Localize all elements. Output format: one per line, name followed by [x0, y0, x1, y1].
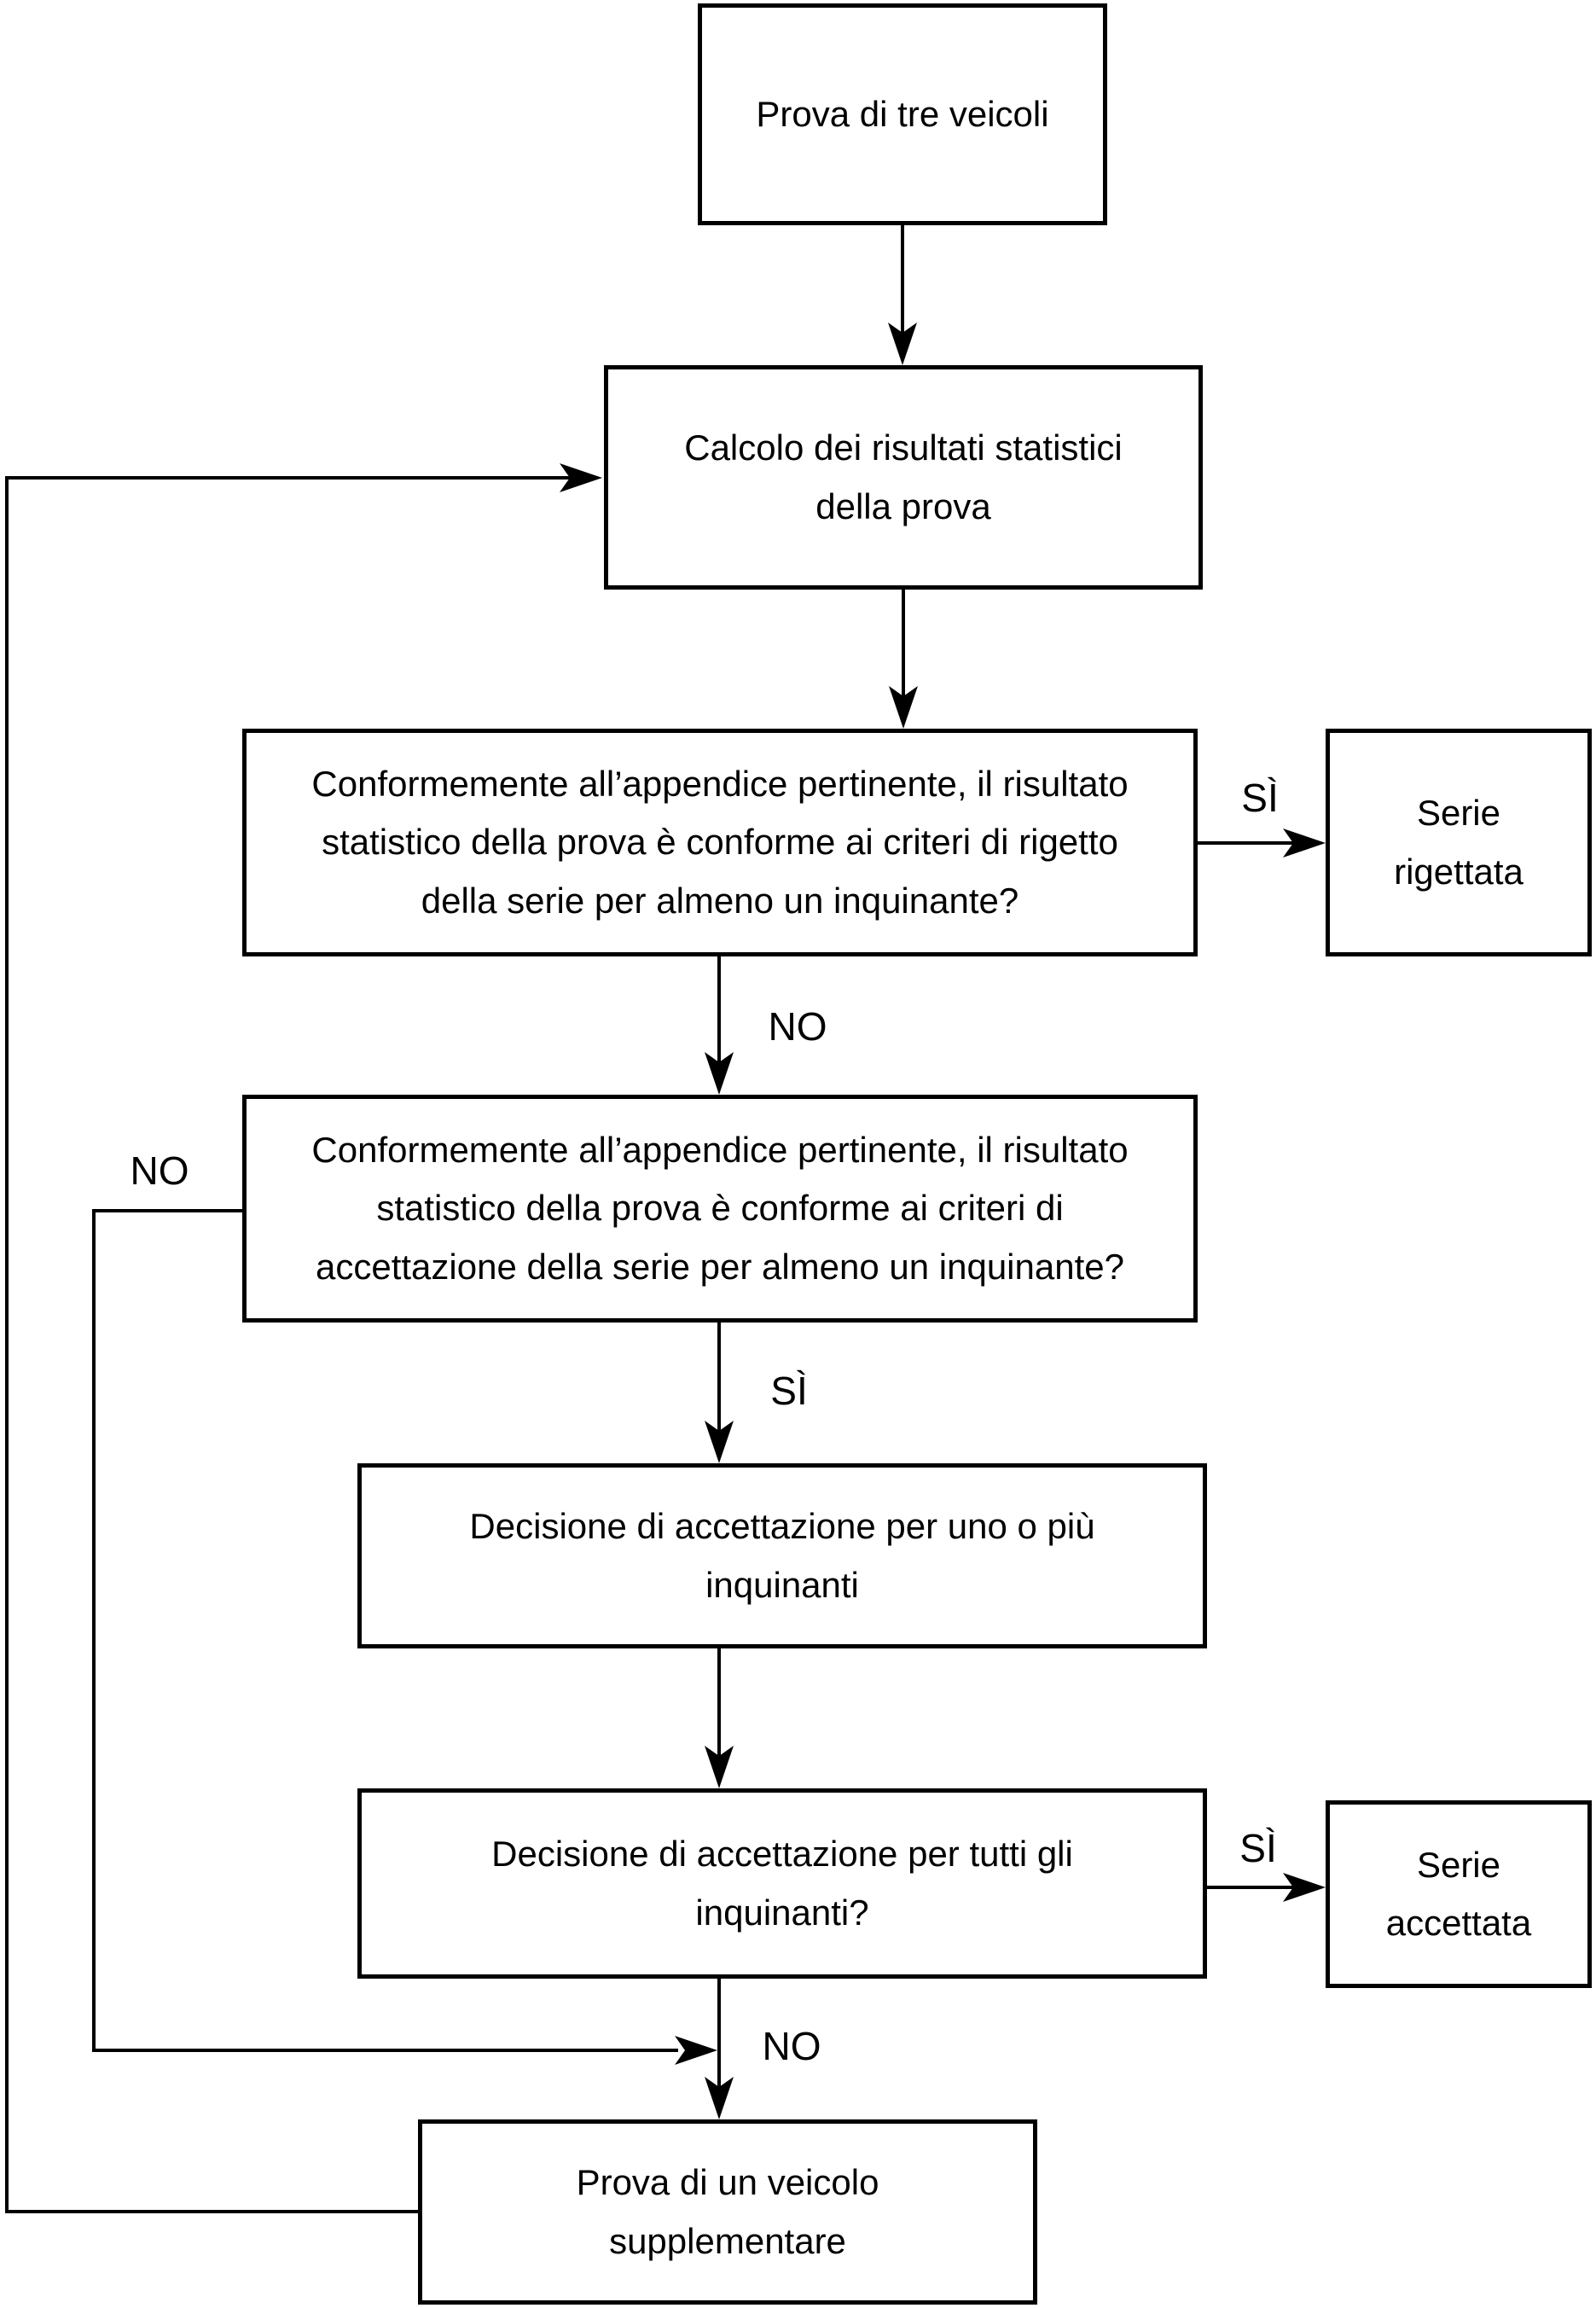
arrowhead-right-serie-rigettata — [1283, 828, 1326, 858]
node-question-criteri-rigetto: Conformemente all’appendice pertinente, … — [242, 729, 1198, 956]
edge-label-no-tutti: NO — [762, 2024, 821, 2068]
arrowhead-right-no-merge — [675, 2036, 717, 2065]
node-question-tutti-inquinanti: Decisione di accettazione per tutti gli … — [357, 1788, 1207, 1979]
edge-label-si-rigetto: SÌ — [1241, 776, 1279, 820]
edge-label-si-accettazione: SÌ — [770, 1369, 808, 1413]
node-serie-accettata: Serie accettata — [1326, 1800, 1592, 1988]
edge-label-no-accettazione: NO — [130, 1148, 189, 1193]
node-serie-rigettata: Serie rigettata — [1326, 729, 1592, 956]
edge-label-no-rigetto: NO — [768, 1004, 827, 1049]
arrowhead-right-serie-accettata — [1283, 1873, 1326, 1902]
node-decisione-uno-o-piu: Decisione di accettazione per uno o più … — [357, 1463, 1207, 1648]
arrowhead-down-q-accept — [705, 1052, 734, 1095]
node-question-criteri-accettazione: Conformemente all’appendice pertinente, … — [242, 1095, 1198, 1323]
edge-label-si-tutti: SÌ — [1239, 1826, 1277, 1870]
arrowhead-down-calc — [888, 323, 917, 365]
arrowhead-right-feedback — [560, 463, 602, 492]
edge-no-accept-loop — [92, 1209, 678, 2052]
node-calcolo-risultati: Calcolo dei risultati statistici della p… — [604, 365, 1203, 590]
edge-extra-feedback-loop — [5, 476, 597, 2213]
node-prova-veicolo-supplementare: Prova di un veicolo supplementare — [418, 2119, 1037, 2305]
node-prova-tre-veicoli: Prova di tre veicoli — [698, 3, 1107, 225]
arrowhead-down-q-reject — [889, 686, 918, 729]
arrowhead-down-extra — [705, 2077, 734, 2119]
arrowhead-down-q-all — [705, 1746, 734, 1788]
arrowhead-down-dec-one — [705, 1421, 734, 1463]
